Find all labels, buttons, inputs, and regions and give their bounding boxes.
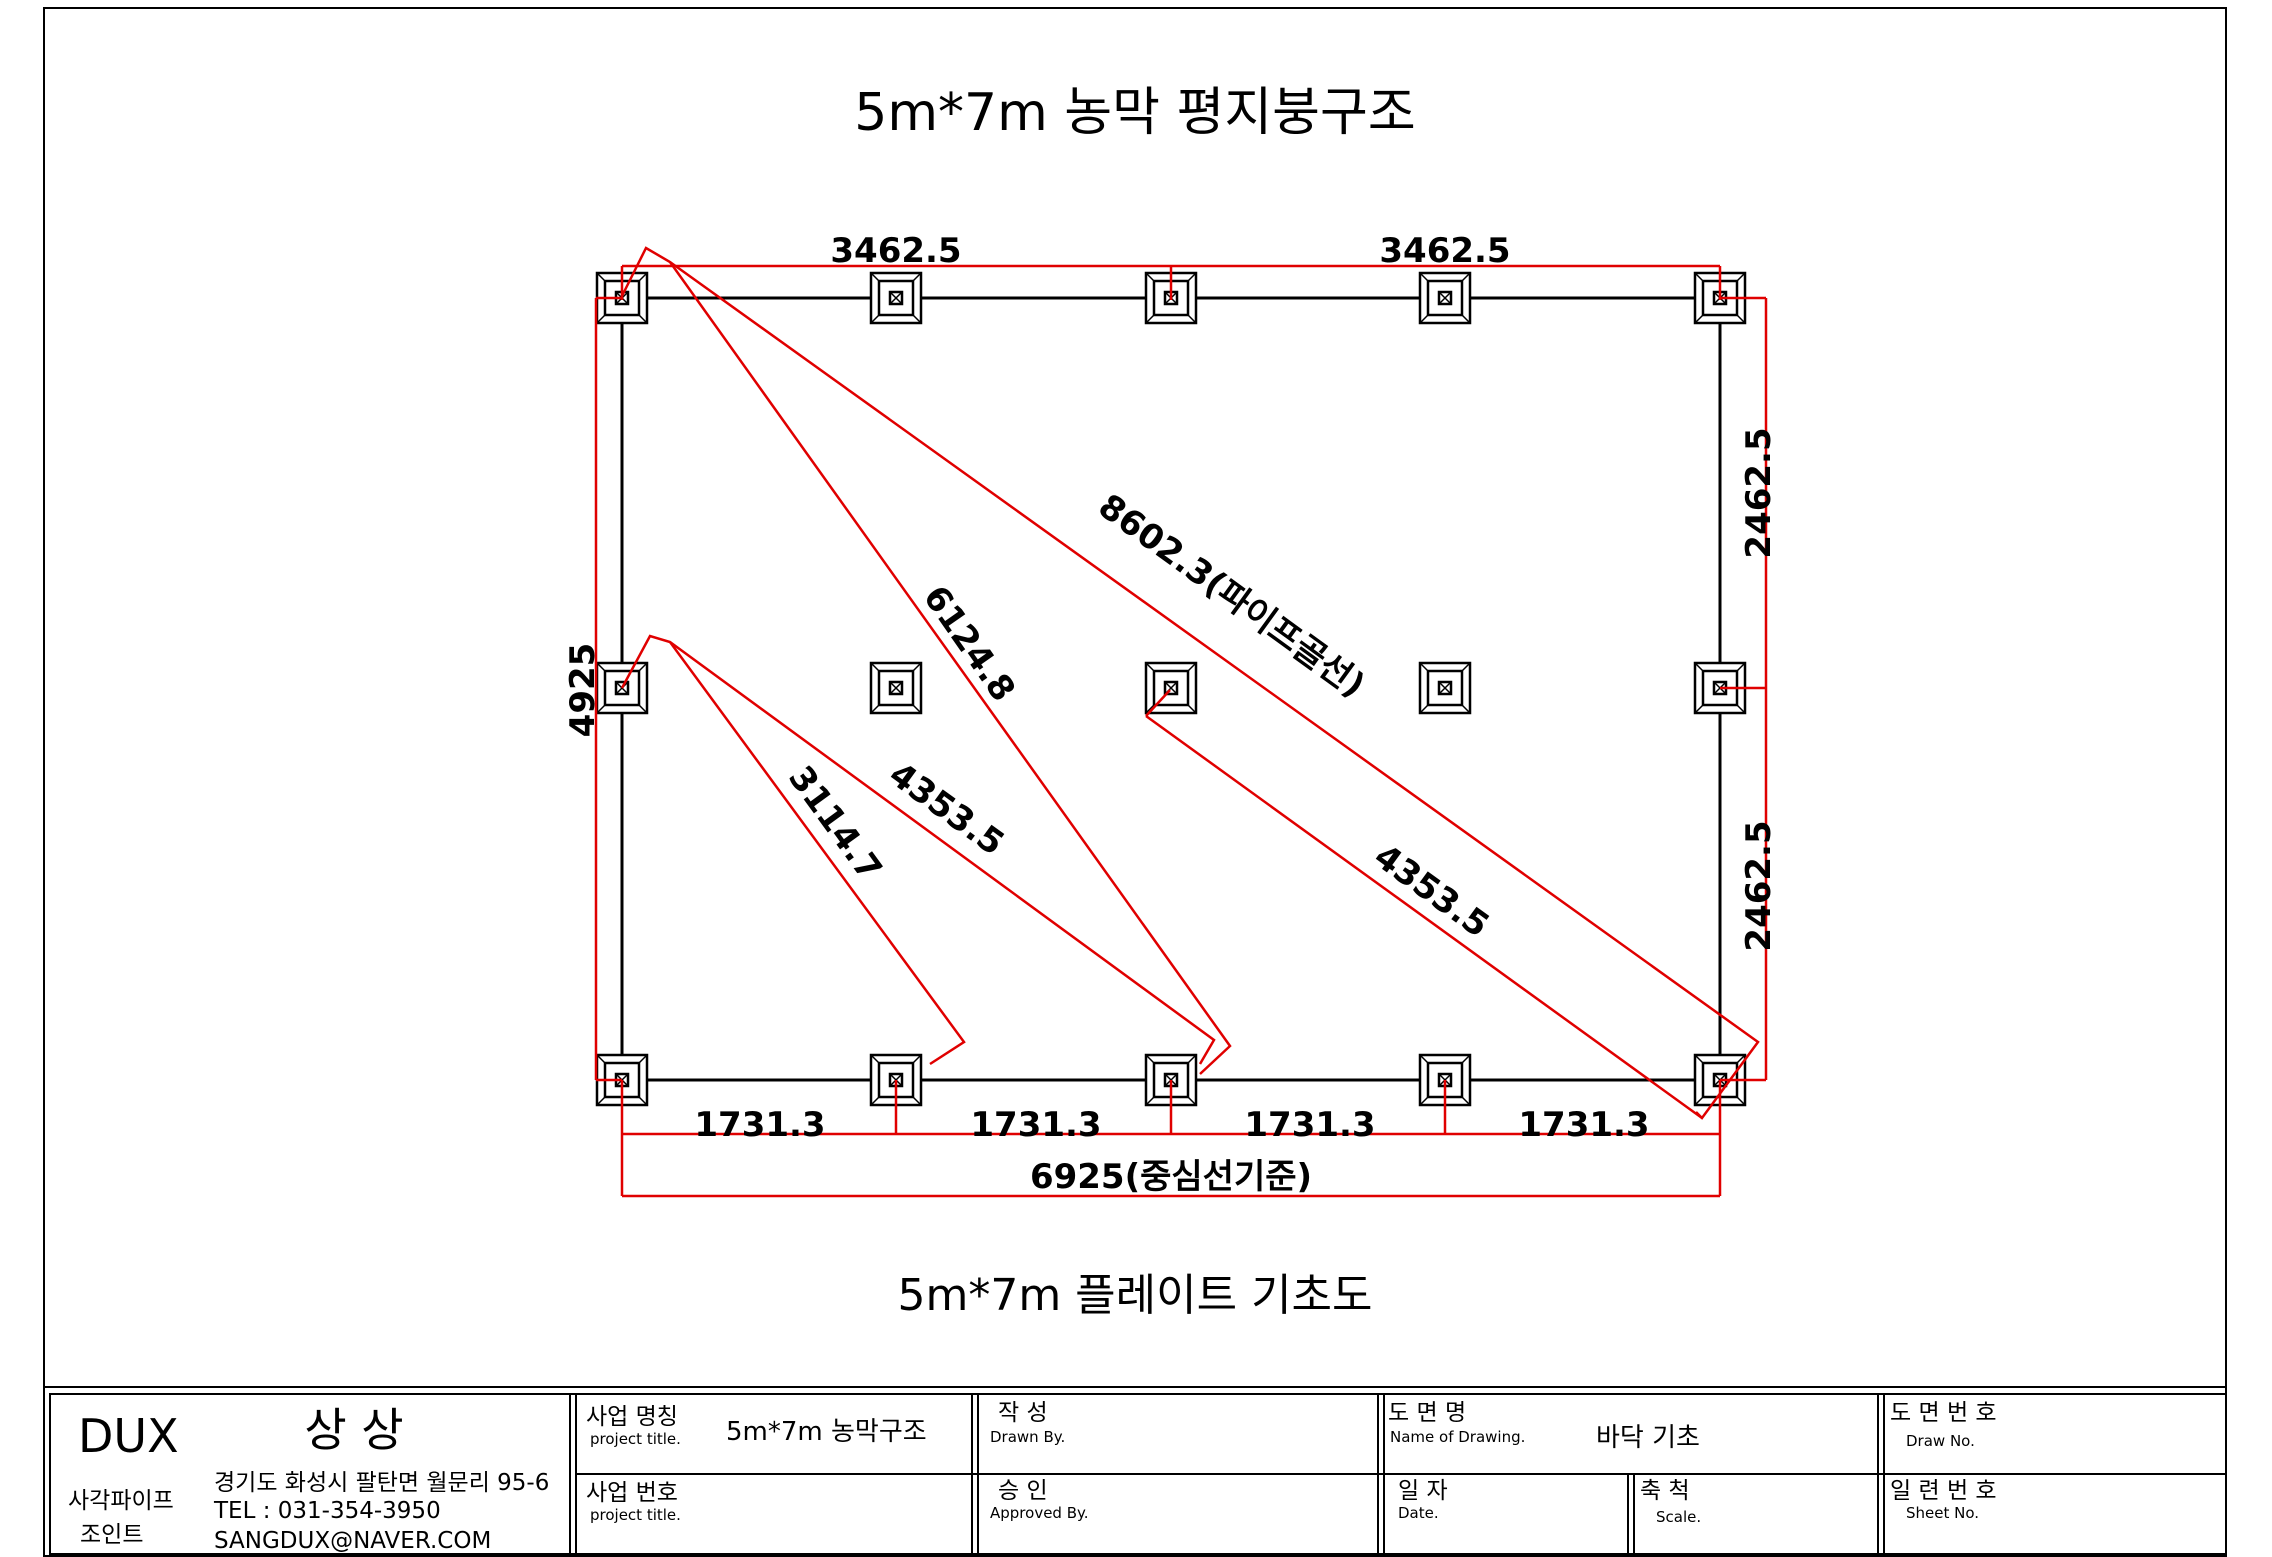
draw-no-en: Draw No. [1906,1432,1975,1450]
foundation-plate [1144,271,1198,325]
foundation-plate [869,271,923,325]
foundation-plate [1418,271,1472,325]
dim-top-right: 3462.5 [1379,231,1510,271]
dim-diag-short: 3114.7 [780,759,889,889]
drawn-en: Drawn By. [990,1428,1065,1446]
draw-no-label: 도 면 번 호 [1890,1400,1997,1426]
company-type-1: 사각파이프 [68,1488,174,1514]
drawing-subtitle: 5m*7m 플레이트 기초도 [897,1270,1372,1321]
date-en: Date. [1398,1504,1439,1522]
company-tel: TEL : 031-354-3950 [213,1498,441,1524]
company-type-2: 조인트 [80,1522,143,1548]
dim-bottom-2: 1731.3 [970,1105,1101,1145]
company-name-kr: 상 상 [304,1403,403,1457]
dim-right-upper: 2462.5 [1739,427,1779,558]
dimension-lines [594,246,1768,1198]
project-no-label: 사업 번호 [586,1480,678,1506]
title-block [44,1386,2227,1555]
date-label: 일 자 [1398,1478,1448,1504]
drawing-name-en: Name of Drawing. [1390,1428,1525,1446]
sheet-no-label: 일 련 번 호 [1890,1478,1997,1504]
foundation-plate [869,661,923,715]
dim-diag-long: 8602.3(파이프골선) [1091,486,1372,706]
foundation-plate [1144,661,1198,715]
dim-right-lower: 2462.5 [1739,820,1779,951]
drawing-name-value: 바닥 기초 [1596,1423,1700,1453]
approved-label: 승 인 [998,1478,1048,1504]
drawing-title: 5m*7m 농막 평지붕구조 [854,83,1415,143]
sheet-border [43,7,2227,1557]
scale-en: Scale. [1656,1508,1701,1526]
company-address: 경기도 화성시 팔탄면 월문리 95-6 [214,1470,549,1496]
company-email: SANGDUX@NAVER.COM [214,1528,491,1554]
project-name-label: 사업 명칭 [586,1404,678,1430]
foundation-plate [595,661,649,715]
project-name-en: project title. [590,1430,681,1448]
project-no-en: project title. [590,1506,681,1524]
scale-label: 축 척 [1640,1478,1690,1504]
dim-bottom-total: 6925(중심선기준) [1030,1157,1312,1197]
drawing-name-label: 도 면 명 [1388,1400,1466,1426]
dim-diag-mid: 6124.8 [915,578,1023,708]
dim-diag-a: 4353.5 [882,754,1012,863]
approved-en: Approved By. [990,1504,1089,1522]
dim-bottom-3: 1731.3 [1244,1105,1375,1145]
company-logo: DUX [78,1409,179,1463]
project-name-value: 5m*7m 농막구조 [726,1417,927,1447]
dim-bottom-4: 1731.3 [1518,1105,1649,1145]
dim-bottom-1: 1731.3 [694,1105,825,1145]
dim-left: 4925 [563,643,603,738]
drawn-label: 작 성 [998,1400,1048,1426]
foundation-plate [1418,661,1472,715]
dim-top-left: 3462.5 [830,231,961,271]
foundation-plates [595,271,1747,1107]
sheet-no-en: Sheet No. [1906,1504,1979,1522]
